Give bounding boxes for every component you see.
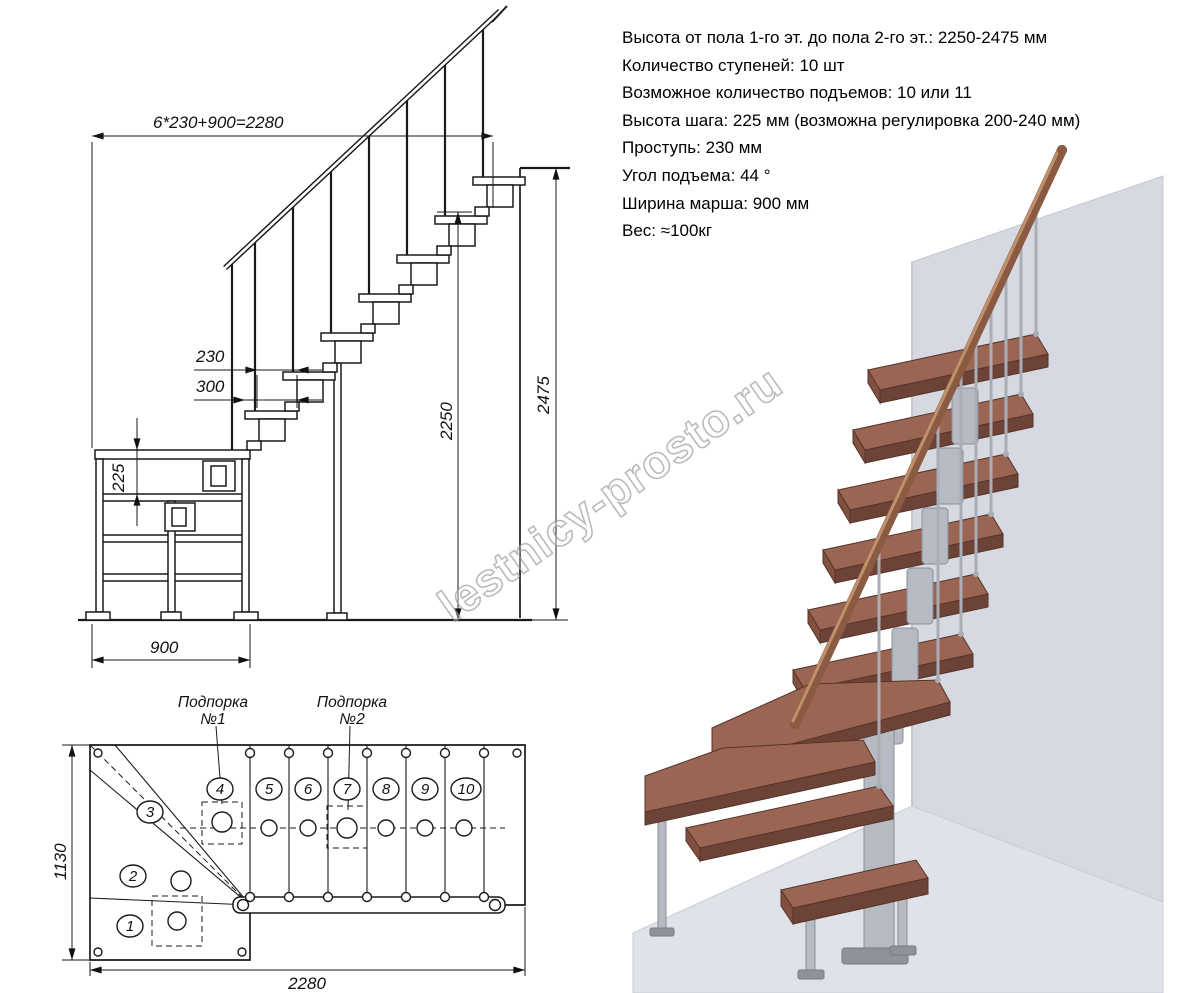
bench-step: [780, 859, 929, 980]
step-number: 10: [458, 781, 475, 798]
dimension-label: 225: [109, 463, 128, 493]
step-number: 8: [382, 781, 391, 798]
dimension-label: 2475: [534, 376, 553, 415]
spec-line: Высота от пола 1-го эт. до пола 2-го эт.…: [622, 28, 1048, 47]
spec-line: Ширина марша: 900 мм: [622, 193, 810, 213]
tread-3: [644, 739, 876, 826]
stringer-beam: [232, 896, 506, 914]
render-handrail: [790, 145, 1067, 729]
spec-line: Проступь: 230 мм: [622, 138, 763, 158]
spec-line: Угол подъема: 44 °: [622, 165, 771, 185]
tread-1: [780, 859, 929, 926]
dimension-label: 900: [150, 638, 179, 657]
spec-line: Количество ступеней: 10 шт: [622, 55, 845, 75]
support2-label: Подпорка: [317, 694, 388, 711]
support1-number: №1: [200, 711, 225, 728]
handrail: [223, 5, 508, 271]
dimension-label: 1130: [51, 843, 70, 880]
step-number: 9: [421, 781, 430, 798]
dimension-label: 2250: [437, 402, 456, 441]
plan-outline: [89, 744, 526, 961]
dimension-label: 2280: [287, 974, 326, 993]
specs-block: Высота от пола 1-го эт. до пола 2-го эт.…: [622, 24, 1080, 245]
step-number: 1: [126, 918, 134, 935]
plan-dimensions: 1130 2280: [51, 744, 526, 993]
module-connectors: [93, 747, 522, 957]
support-markers: Подпорка №1 Подпорка №2: [151, 694, 388, 947]
balusters: [230, 27, 485, 450]
spine-modules: [876, 387, 979, 745]
support-post: [326, 362, 348, 621]
elevation-dimensions: 6*230+900=2280 230 300 225 2250: [91, 113, 568, 668]
step-numbers: 1 2 3 4 5 6 7 8 9 10: [116, 777, 482, 938]
spec-line: Возможное количество подъемов: 10 или 11: [622, 83, 972, 103]
spec-line: Высота шага: 225 мм (возможна регулировк…: [622, 110, 1081, 130]
step-number: 7: [343, 781, 352, 798]
step-number: 2: [128, 868, 138, 885]
floor-lines: [78, 166, 570, 622]
render-3d: [632, 145, 1164, 993]
flight-steps: [244, 176, 526, 451]
plan-drawing: Подпорка №1 Подпорка №2 1 2 3 4 5 6 7 8 …: [51, 694, 526, 993]
support2-number: №2: [339, 711, 365, 728]
dimension-label: 300: [196, 377, 225, 396]
step-number: 6: [304, 781, 313, 798]
dimension-label: 230: [195, 347, 225, 366]
platform-structure: [85, 449, 259, 621]
render-balusters: [876, 202, 1039, 789]
step-number: 5: [265, 781, 274, 798]
support1-label: Подпорка: [178, 694, 249, 711]
tread-6: [807, 573, 989, 645]
elevation-drawing: 6*230+900=2280 230 300 225 2250: [78, 5, 570, 668]
step-number: 3: [146, 804, 155, 821]
step-number: 4: [216, 781, 224, 798]
spec-line: Вес: ≈100кг: [622, 221, 713, 241]
dimension-label: 6*230+900=2280: [153, 113, 284, 132]
